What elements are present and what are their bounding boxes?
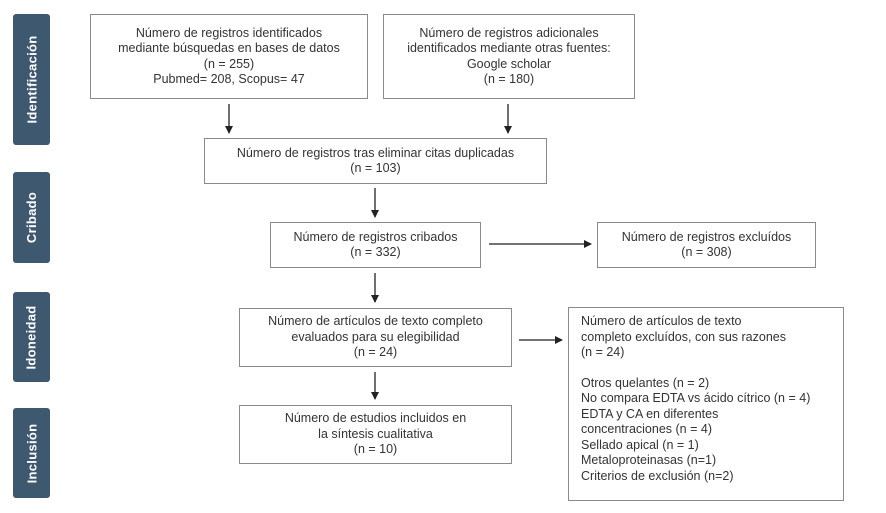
- exclusion-reason: Metaloproteinasas (n=1): [581, 453, 717, 467]
- exclusion-reason: EDTA y CA en diferentes: [581, 406, 719, 421]
- exclusion-reason: Otros quelantes (n = 2): [581, 375, 710, 390]
- exclusion-reason: Sellado apical (n = 1): [581, 437, 699, 452]
- box-text-line: Número de registros identificados: [135, 25, 323, 40]
- box-text-line: mediante búsquedas en bases de datos: [118, 41, 340, 55]
- box-text-line: (n = 103): [350, 161, 401, 175]
- box-text-line: (n = 332): [350, 245, 401, 259]
- box-fulltext-excluded: Número de artículos de texto completo ex…: [568, 307, 844, 501]
- box-fulltext-assessed: Número de artículos de texto completo ev…: [239, 308, 512, 367]
- box-text-line: Pubmed= 208, Scopus= 47: [153, 72, 305, 86]
- stage-label-identificacion: Identificación: [13, 14, 50, 145]
- box-text-line: evaluados para su elegibilidad: [291, 329, 460, 344]
- box-text-line: Número de estudios incluidos en: [284, 411, 467, 426]
- box-text-line: Número de artículos de texto: [581, 314, 742, 328]
- box-text-line: la síntesis cualitativa: [318, 426, 433, 441]
- box-text-line: completo excluídos, con sus razones: [581, 329, 786, 344]
- stage-label-cribado: Cribado: [13, 172, 50, 263]
- box-text-line: (n = 24): [353, 345, 398, 360]
- box-text-line: (n = 255): [203, 56, 255, 71]
- box-text-line: Número de registros excluídos: [621, 229, 792, 244]
- box-text-line: Google scholar: [466, 56, 552, 71]
- box-identified-other-sources: Número de registros adicionales identifi…: [383, 14, 635, 99]
- exclusion-reason: concentraciones (n = 4): [581, 422, 712, 436]
- box-text-line: (n = 308): [681, 245, 732, 259]
- stage-label-inclusion: Inclusión: [13, 408, 50, 498]
- box-excluded: Número de registros excluídos (n = 308): [597, 222, 816, 268]
- exclusion-reason: No compara EDTA vs ácido cítrico (n = 4): [581, 391, 811, 405]
- box-screened: Número de registros cribados (n = 332): [270, 222, 481, 268]
- box-after-duplicates: Número de registros tras eliminar citas …: [204, 138, 547, 184]
- stage-label-idoneidad: Idoneidad: [13, 292, 50, 382]
- box-identified-databases: Número de registros identificados median…: [90, 14, 368, 99]
- box-text-line: Número de artículos de texto completo: [268, 314, 483, 329]
- box-text-line: (n = 180): [483, 72, 535, 86]
- box-text-line: Número de registros tras eliminar citas …: [236, 145, 515, 160]
- box-text-line: (n = 24): [581, 345, 625, 359]
- box-included: Número de estudios incluidos en la sínte…: [239, 405, 512, 464]
- box-text-line: identificados mediante otras fuentes:: [407, 41, 611, 55]
- exclusion-reason: Criterios de exclusión (n=2): [581, 468, 734, 483]
- box-text-line: Número de registros adicionales: [419, 25, 599, 40]
- box-text-line: (n = 10): [353, 442, 398, 457]
- box-text-line: Número de registros cribados: [293, 229, 458, 244]
